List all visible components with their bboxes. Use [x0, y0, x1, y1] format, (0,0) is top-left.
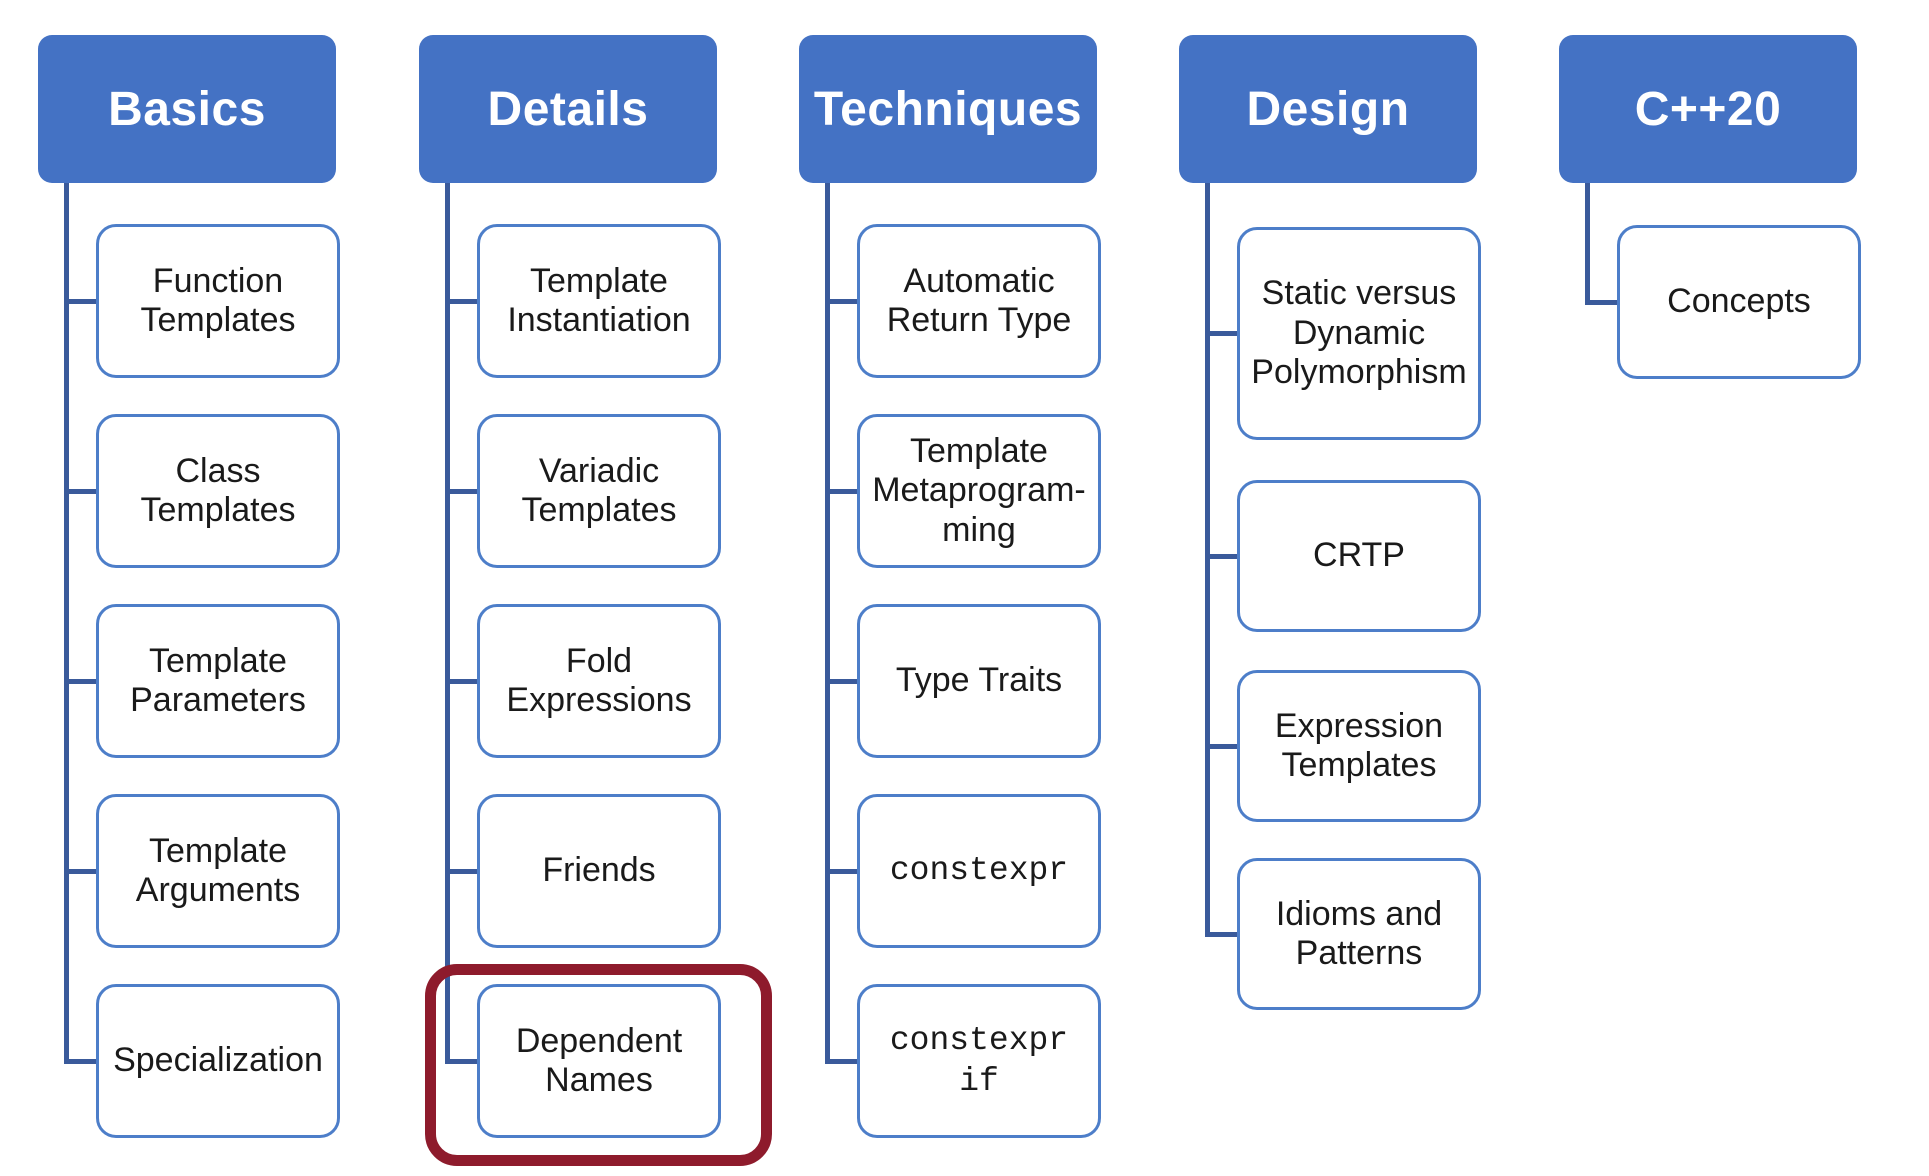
- connector-stub: [1205, 331, 1241, 336]
- connector-stub: [1585, 299, 1621, 305]
- connector-stub: [64, 298, 100, 304]
- node-crtp: CRTP: [1237, 480, 1481, 632]
- node-static-versus-dynamic-polymorphism: Static versus Dynamic Polymorphism: [1237, 227, 1481, 440]
- connector-vline: [1205, 183, 1210, 937]
- node-concepts: Concepts: [1617, 225, 1861, 379]
- node-fold-expressions: Fold Expressions: [477, 604, 721, 758]
- connector-stub: [825, 488, 861, 494]
- connector-stub: [445, 488, 481, 494]
- connector-stub: [1205, 553, 1241, 559]
- connector-stub: [1205, 743, 1241, 749]
- node-label: Automatic Return Type: [886, 261, 1072, 339]
- node-label: Template Parameters: [130, 641, 306, 719]
- connector-vline: [445, 183, 450, 1064]
- column-header-techniques: Techniques: [799, 35, 1097, 183]
- connector-vline: [825, 183, 830, 1064]
- connector-stub: [825, 1058, 861, 1064]
- connector-stub: [445, 678, 481, 684]
- node-label: Specialization: [113, 1041, 323, 1080]
- node-label: Fold Expressions: [506, 641, 692, 719]
- node-label: Class Templates: [140, 451, 296, 529]
- node-automatic-return-type: Automatic Return Type: [857, 224, 1101, 378]
- node-label: Concepts: [1667, 282, 1811, 321]
- node-label: Idioms and Patterns: [1275, 894, 1443, 972]
- node-idioms-and-patterns: Idioms and Patterns: [1237, 858, 1481, 1010]
- node-class-templates: Class Templates: [96, 414, 340, 568]
- connector-vline: [1585, 183, 1590, 305]
- node-type-traits: Type Traits: [857, 604, 1101, 758]
- node-template-parameters: Template Parameters: [96, 604, 340, 758]
- node-specialization: Specialization: [96, 984, 340, 1138]
- node-template-arguments: Template Arguments: [96, 794, 340, 948]
- node-label: Expression Templates: [1274, 706, 1444, 784]
- node-label: Variadic Templates: [521, 451, 677, 529]
- node-constexpr: constexpr: [857, 794, 1101, 948]
- node-label: Friends: [542, 851, 656, 890]
- connector-stub: [64, 488, 100, 494]
- node-expression-templates: Expression Templates: [1237, 670, 1481, 822]
- node-label: constexpr: [889, 852, 1069, 890]
- column-header-design: Design: [1179, 35, 1477, 183]
- node-template-instantiation: Template Instantiation: [477, 224, 721, 378]
- connector-stub: [445, 868, 481, 874]
- connector-stub: [445, 1058, 481, 1064]
- node-function-templates: Function Templates: [96, 224, 340, 378]
- connector-stub: [1205, 931, 1241, 937]
- column-header-c++20: C++20: [1559, 35, 1857, 183]
- column-header-details: Details: [419, 35, 717, 183]
- highlight-ring: [425, 964, 772, 1166]
- node-label: constexpr if: [889, 1021, 1069, 1100]
- node-friends: Friends: [477, 794, 721, 948]
- column-header-basics: Basics: [38, 35, 336, 183]
- connector-stub: [64, 1058, 100, 1064]
- connector-vline: [64, 183, 69, 1064]
- node-variadic-templates: Variadic Templates: [477, 414, 721, 568]
- connector-stub: [445, 298, 481, 304]
- connector-stub: [825, 298, 861, 304]
- node-template-metaprogram-ming: Template Metaprogram- ming: [857, 414, 1101, 568]
- node-label: Dependent Names: [515, 1021, 683, 1099]
- node-label: Template Arguments: [135, 831, 301, 909]
- node-label: Template Metaprogram- ming: [872, 431, 1086, 549]
- node-label: Static versus Dynamic Polymorphism: [1251, 274, 1467, 392]
- node-label: Template Instantiation: [507, 261, 691, 339]
- node-label: Function Templates: [140, 261, 296, 339]
- connector-stub: [64, 678, 100, 684]
- connector-stub: [825, 678, 861, 684]
- node-constexpr-if: constexpr if: [857, 984, 1101, 1138]
- connector-stub: [825, 868, 861, 874]
- node-label: CRTP: [1313, 536, 1405, 575]
- node-dependent-names: Dependent Names: [477, 984, 721, 1138]
- node-label: Type Traits: [895, 661, 1063, 700]
- connector-stub: [64, 868, 100, 874]
